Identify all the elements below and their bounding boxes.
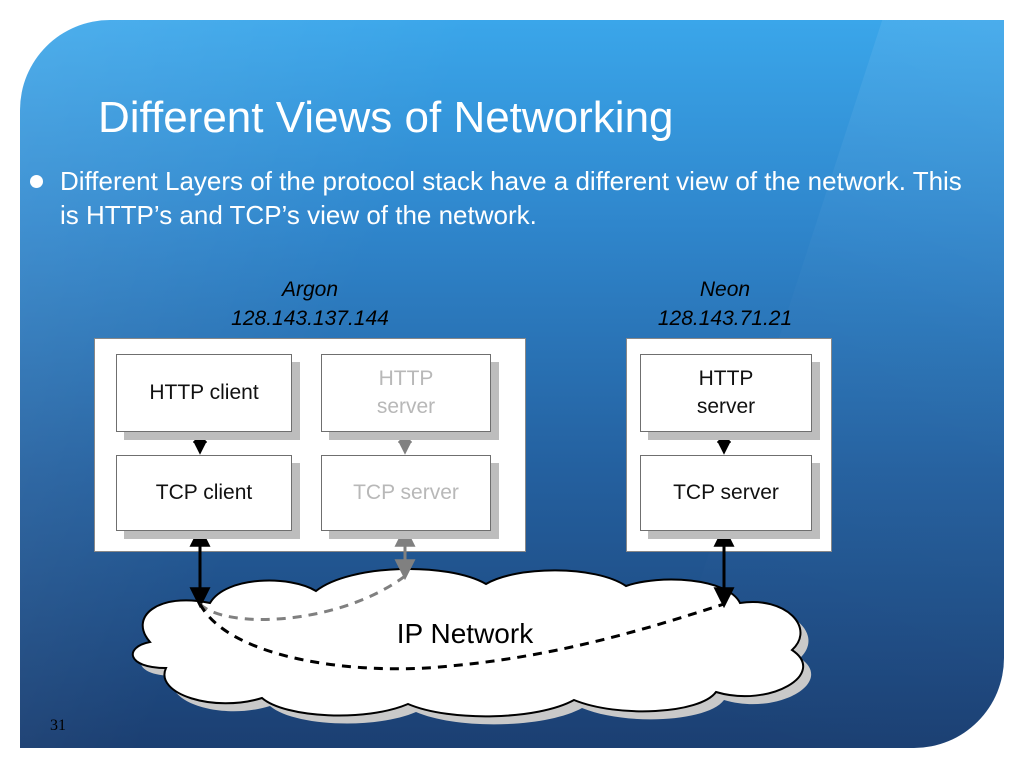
argon-http-client-box: HTTP client — [116, 354, 292, 432]
page-number: 31 — [50, 717, 66, 734]
neon-host-name: Neon — [699, 278, 751, 301]
neon-http-server-box: HTTP server — [640, 354, 812, 432]
cloud-shape — [131, 568, 805, 718]
argon-host-name: Argon — [281, 278, 339, 301]
neon-tcp-server-box: TCP server — [640, 455, 812, 531]
argon-http-server-box: HTTP server — [321, 354, 491, 432]
neon-host-address: 128.143.71.21 — [657, 307, 793, 330]
ip-network-label: IP Network — [396, 618, 534, 649]
argon-tcp-client-box: TCP client — [116, 455, 292, 531]
argon-local-dashed-path — [198, 574, 406, 621]
argon-host-address: 128.143.137.144 — [231, 307, 389, 330]
bullet-text: Different Layers of the protocol stack h… — [60, 166, 962, 230]
argon-tcp-server-box: TCP server — [321, 455, 491, 531]
page-title: Different Views of Networking — [98, 93, 674, 142]
bullet-dot-icon — [30, 175, 43, 188]
argon-neon-dashed-path — [198, 602, 725, 671]
